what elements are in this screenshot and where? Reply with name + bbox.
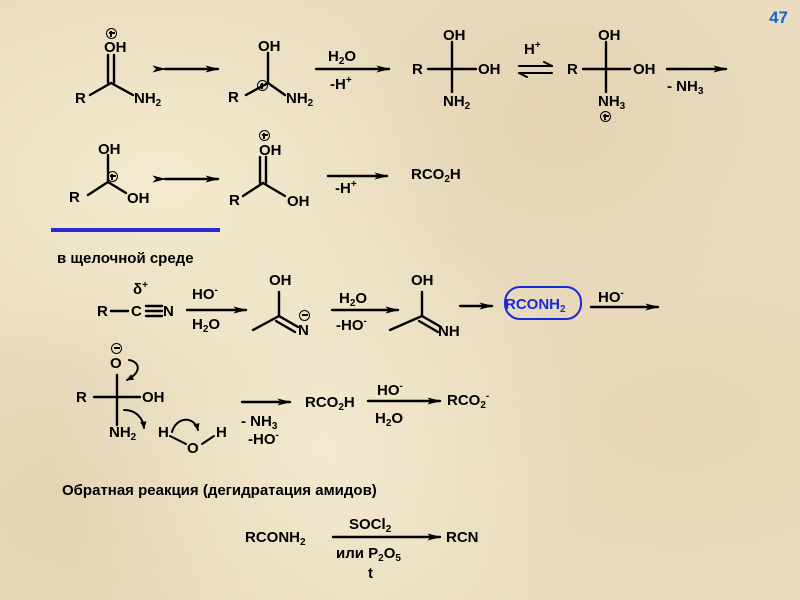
atom-r: R	[228, 89, 239, 106]
condition-heat: t	[368, 565, 373, 582]
water-bonds	[169, 435, 215, 445]
reagent-phosphorus-pentoxide: или P2O5	[336, 545, 401, 564]
equilibrium-arrow	[518, 61, 553, 78]
positive-charge-icon	[106, 28, 117, 39]
curved-arrow-electron-push-3	[171, 418, 200, 433]
reagent-minus-hydroxide: -HO-	[336, 316, 367, 334]
atom-c: C	[131, 303, 142, 320]
atom-oh: OH	[633, 61, 656, 78]
positive-charge-icon	[600, 111, 611, 122]
atom-oh: OH	[411, 272, 434, 289]
atom-oh: OH	[598, 27, 621, 44]
atom-r: R	[76, 389, 87, 406]
highlighted-amide: RCONH2	[505, 296, 566, 315]
structure-protonated-acid-bonds-2	[241, 155, 287, 198]
nitrile-bonds	[109, 304, 164, 318]
imidic-acid-bonds	[388, 290, 443, 334]
product-carboxylic-acid: RCO2H	[305, 394, 355, 413]
partial-charge-label: δ+	[133, 280, 148, 298]
reagent-minus-proton: -H+	[335, 179, 357, 197]
reagent-hydroxide: HO-	[192, 285, 218, 303]
reagent-hydroxide: HO-	[377, 381, 403, 399]
negative-charge-icon	[111, 343, 122, 354]
negative-charge-icon	[299, 310, 310, 321]
atom-oh: OH	[258, 38, 281, 55]
atom-nh3: NH3	[598, 93, 626, 112]
reactant-amide: RCONH2	[245, 529, 306, 548]
reagent-water: H2O	[375, 410, 404, 429]
reagent-minus-ammonia: - NH3	[241, 413, 278, 432]
product-carboxylate: RCO2-	[447, 391, 490, 411]
highlight-ellipse	[504, 286, 582, 320]
reagent-minus-hydroxide: -HO-	[248, 430, 279, 448]
reagent-proton: H+	[524, 40, 541, 58]
section-heading-basic: в щелочной среде	[57, 250, 194, 267]
section-divider	[51, 228, 220, 232]
atom-oh: OH	[104, 39, 127, 56]
atom-nh2: NH2	[286, 90, 314, 109]
imidate-anion-bonds	[251, 290, 300, 334]
atom-o: O	[110, 355, 122, 372]
structure-protonated-amide-bonds	[88, 53, 135, 97]
reagent-thionyl-chloride: SOCl2	[349, 516, 392, 535]
curved-arrow-electron-push-1	[126, 359, 139, 381]
atom-h: H	[216, 424, 227, 441]
atom-n: N	[163, 303, 174, 320]
atom-oh: OH	[259, 142, 282, 159]
atom-r: R	[69, 189, 80, 206]
product-nitrile: RCN	[446, 529, 479, 546]
tetrahedral-anion-bonds	[92, 373, 142, 427]
curved-arrow-electron-push-2	[123, 409, 147, 429]
atom-oh: OH	[142, 389, 165, 406]
atom-nh2: NH2	[109, 424, 137, 443]
atom-h: H	[158, 424, 169, 441]
reagent-minus-ammonia: - NH3	[667, 78, 704, 97]
atom-nh2: NH2	[443, 93, 471, 112]
reagent-water: H2O	[328, 48, 357, 67]
atom-nh2: NH2	[134, 90, 162, 109]
reagent-hydroxide: HO-	[598, 288, 624, 306]
positive-charge-icon	[259, 130, 270, 141]
reagent-water: H2O	[339, 290, 368, 309]
structure-tetrahedral-bonds-2	[581, 40, 632, 94]
atom-r: R	[229, 192, 240, 209]
page-number: 47	[769, 8, 788, 27]
reagent-minus-proton: -H+	[330, 75, 352, 93]
section-heading-reverse: Обратная реакция (дегидратация амидов)	[62, 482, 377, 499]
structure-tetrahedral-bonds-1	[426, 40, 478, 94]
positive-charge-icon	[257, 80, 268, 91]
atom-oh: OH	[98, 141, 121, 158]
atom-r: R	[75, 90, 86, 107]
atom-n: N	[298, 322, 309, 339]
positive-charge-icon	[107, 171, 118, 182]
atom-oh: OH	[443, 27, 466, 44]
product-carboxylic-acid: RCO2H	[411, 166, 461, 185]
atom-oh: OH	[269, 272, 292, 289]
atom-oh: OH	[127, 190, 150, 207]
atom-r: R	[567, 61, 578, 78]
atom-r: R	[412, 61, 423, 78]
atom-nh: NH	[438, 323, 460, 340]
reagent-water: H2O	[192, 316, 221, 335]
atom-r: R	[97, 303, 108, 320]
atom-oh: OH	[478, 61, 501, 78]
atom-oh: OH	[287, 193, 310, 210]
atom-o: O	[187, 440, 199, 457]
